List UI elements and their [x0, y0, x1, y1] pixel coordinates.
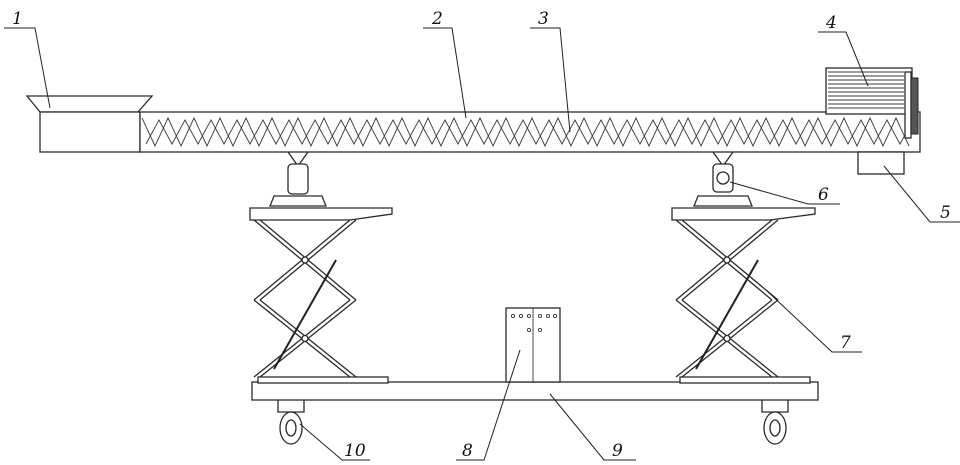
control-box — [505, 307, 561, 383]
right-scissor-lift — [675, 219, 779, 378]
callout-labels: 1 2 3 4 5 6 7 8 9 10 — [12, 9, 951, 461]
callout-6: 6 — [818, 185, 829, 205]
auger-flight-front — [141, 116, 910, 148]
right-support-joint — [693, 151, 753, 207]
right-lift-platform — [671, 207, 816, 221]
callout-8: 8 — [462, 441, 473, 461]
drive-motor — [825, 67, 919, 139]
scissor-pivot — [301, 256, 309, 264]
hydraulic-cylinder — [695, 259, 759, 370]
left-lift-platform — [249, 207, 393, 221]
callout-10: 10 — [344, 441, 366, 461]
left-caster-wheel — [277, 400, 305, 445]
scissor-pivot — [723, 334, 731, 343]
callout-1: 1 — [12, 9, 23, 29]
leader-lines — [4, 27, 960, 461]
scissor-pivot — [301, 334, 309, 343]
callout-4: 4 — [825, 13, 837, 33]
feed-hopper — [25, 95, 154, 153]
callout-2: 2 — [431, 9, 443, 29]
right-caster-wheel — [761, 400, 789, 445]
callout-5: 5 — [940, 203, 951, 223]
callout-7: 7 — [840, 333, 851, 353]
left-scissor-lift — [253, 219, 357, 378]
callout-9: 9 — [612, 441, 623, 461]
left-support-joint — [269, 151, 327, 207]
discharge-outlet — [857, 151, 905, 175]
callout-3: 3 — [538, 9, 549, 29]
hydraulic-cylinder — [273, 259, 337, 370]
auger-screw — [141, 116, 914, 148]
scissor-pivot — [723, 256, 731, 264]
auger-flight-back — [145, 119, 914, 145]
